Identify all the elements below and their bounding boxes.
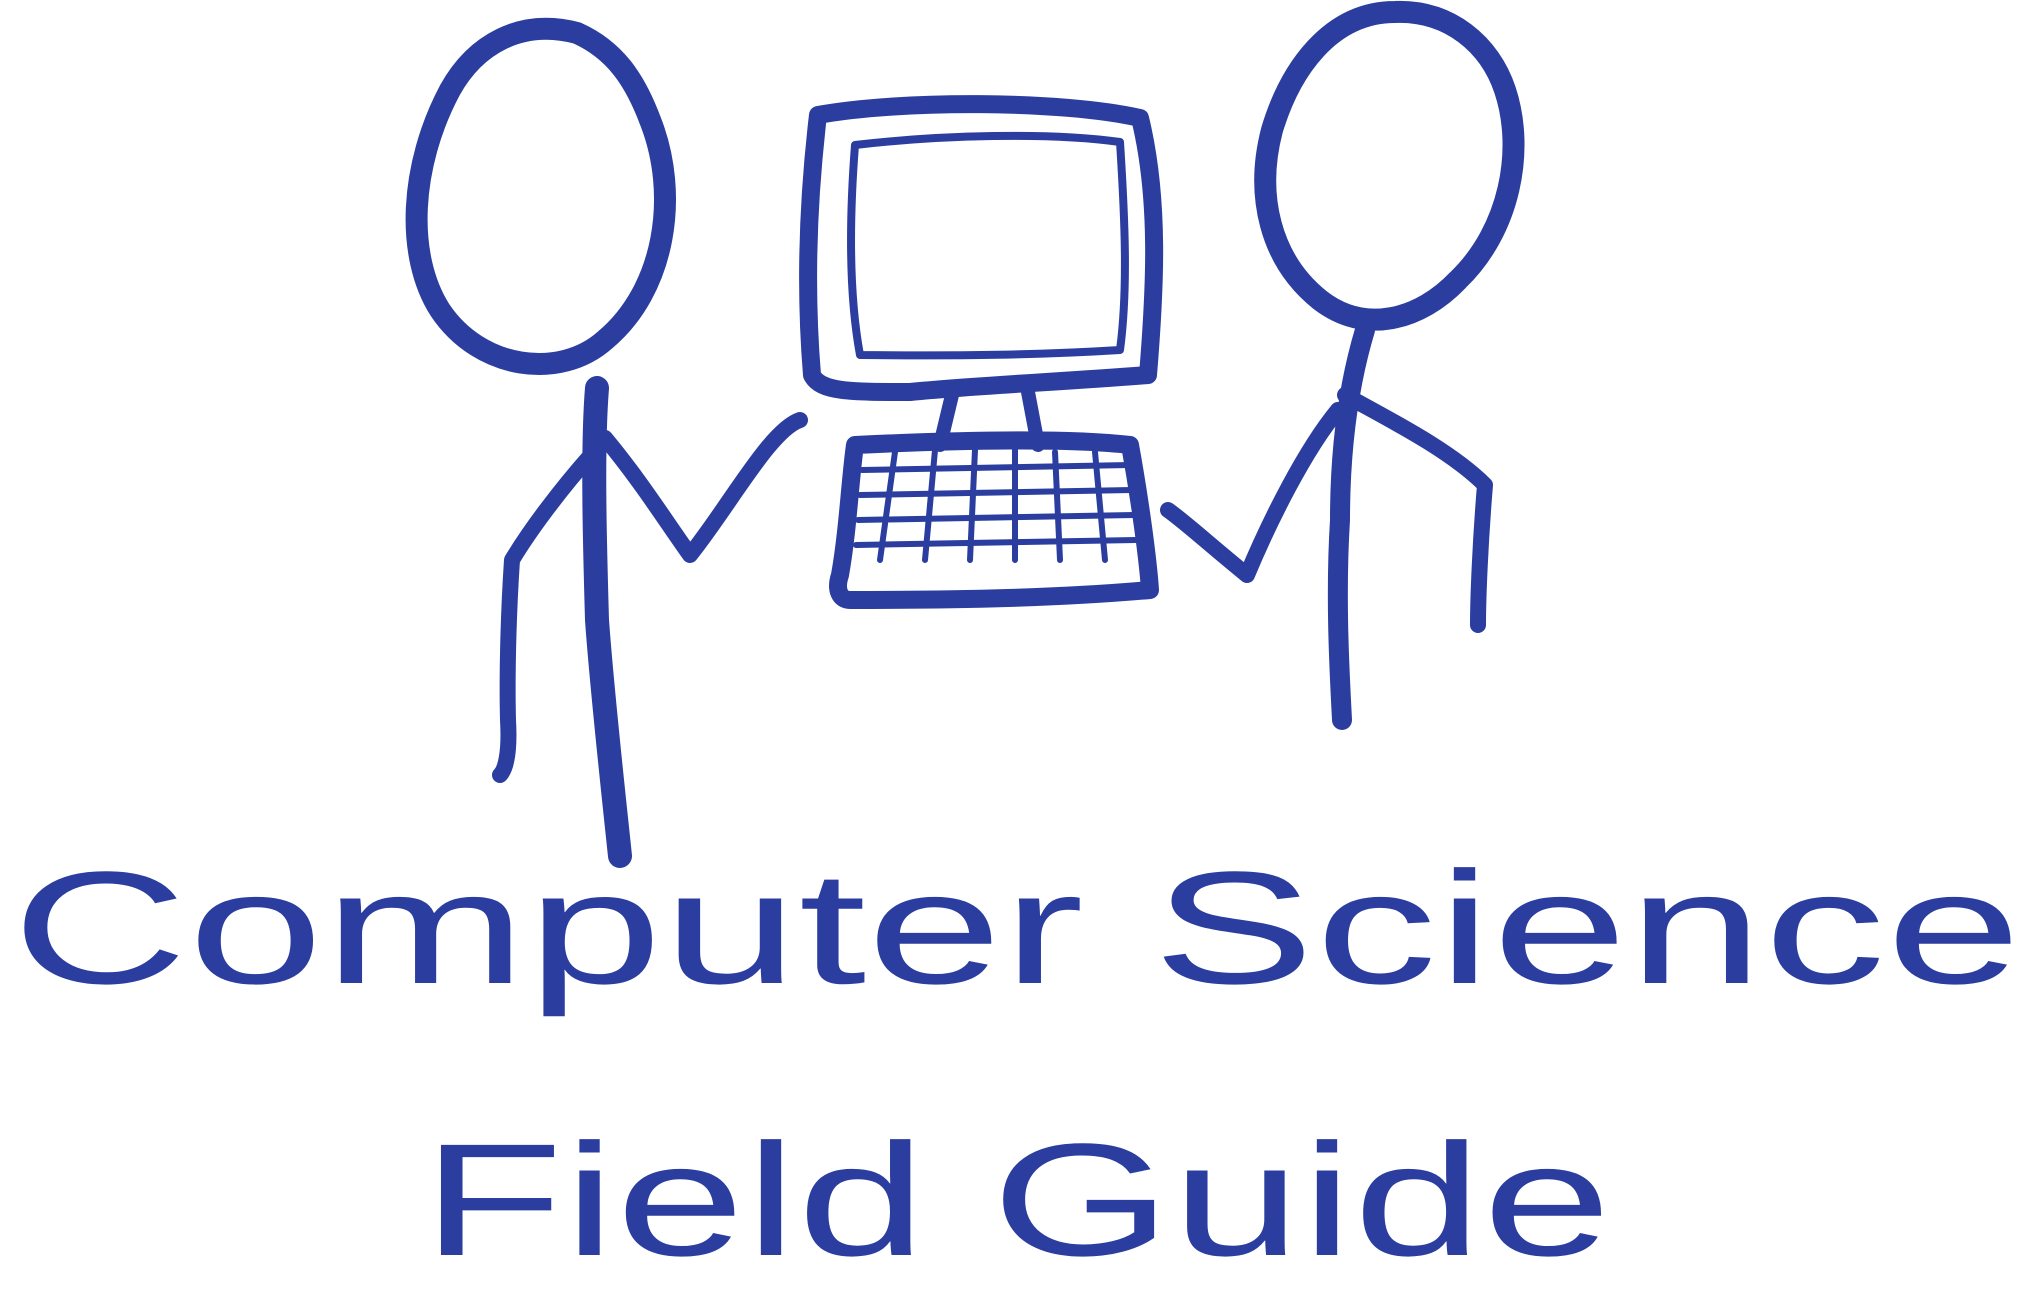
monitor-frame (799, 95, 1164, 401)
stick-figure-left-icon (405, 17, 808, 868)
left-figure-head (405, 17, 676, 375)
monitor-screen (847, 131, 1129, 360)
stick-figure-right-icon (1160, 0, 1525, 730)
title-line-field-guide: Field Guide (422, 1110, 1612, 1289)
keyboard-icon (829, 431, 1159, 609)
keyboard-keys (853, 447, 1139, 563)
right-figure-body (1327, 320, 1375, 730)
title-line-computer-science: Computer Science (12, 838, 2022, 1017)
left-figure-arm-left (492, 447, 599, 783)
computer-monitor-icon (799, 95, 1164, 452)
left-figure-arm-right (597, 412, 808, 563)
right-figure-head (1254, 0, 1525, 331)
right-figure-arm-right (1337, 387, 1493, 633)
right-figure-arm-left (1160, 402, 1346, 583)
keyboard-outer (829, 431, 1159, 609)
